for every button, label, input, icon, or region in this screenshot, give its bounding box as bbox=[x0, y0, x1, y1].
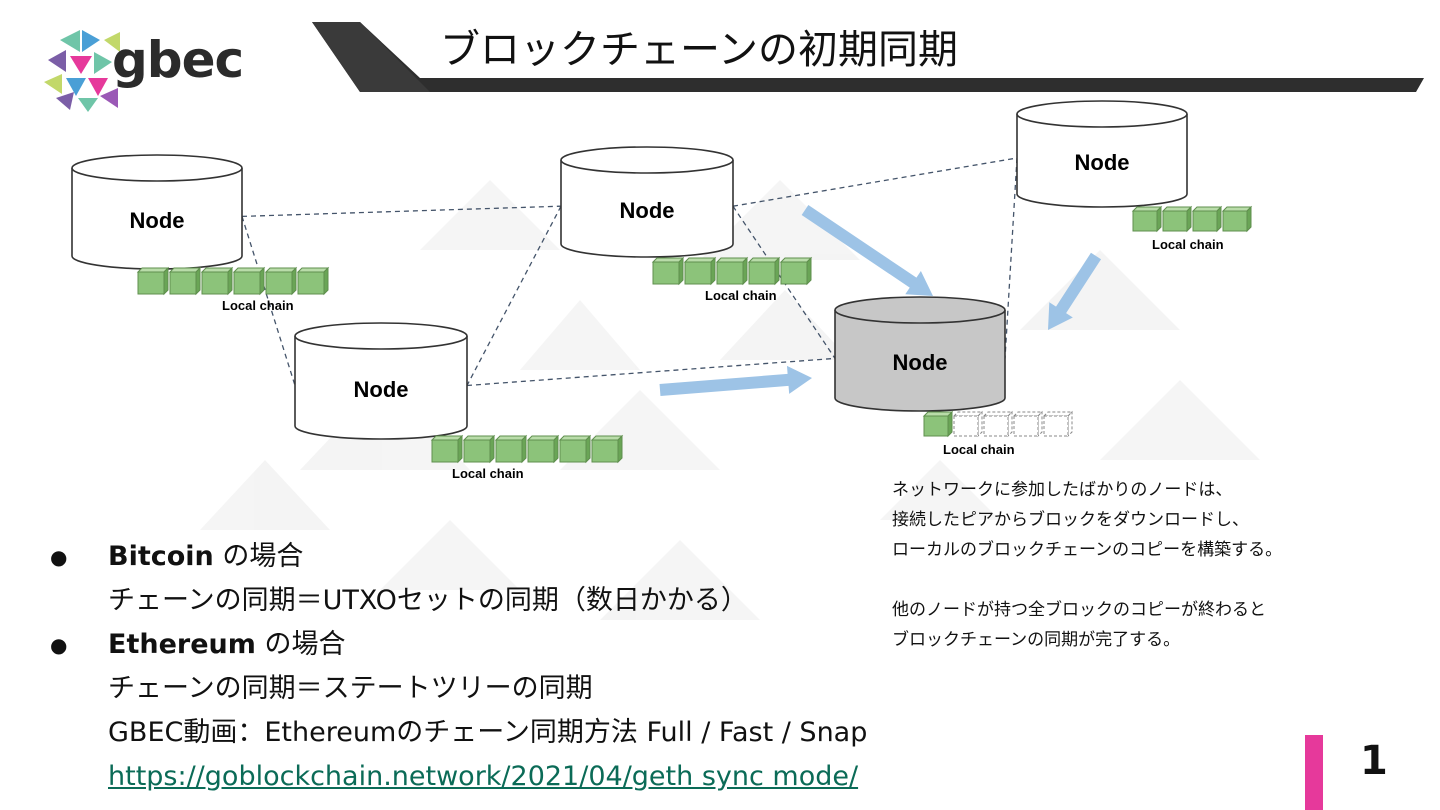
bullet-heading: Ethereum bbox=[108, 629, 256, 660]
chain-block bbox=[715, 256, 749, 286]
chain-block bbox=[1221, 205, 1253, 233]
chain-block bbox=[462, 434, 496, 464]
description-line: ブロックチェーンの同期が完了する。 bbox=[892, 630, 1181, 650]
connection-line bbox=[732, 157, 1018, 207]
chain-block bbox=[651, 256, 685, 286]
node-label: Node bbox=[1075, 150, 1130, 175]
sync-arrows bbox=[659, 205, 1102, 396]
sync-arrow bbox=[659, 365, 812, 396]
chain-block bbox=[494, 434, 528, 464]
node-cylinder bbox=[834, 310, 1006, 412]
chain-label: Local chain bbox=[705, 288, 777, 303]
node-cylinder-top bbox=[560, 146, 734, 174]
description-line: 他のノードが持つ全ブロックのコピーが終わると bbox=[892, 600, 1266, 620]
chain-block bbox=[683, 256, 717, 286]
chain-block bbox=[264, 266, 298, 296]
node-cylinder-top bbox=[294, 322, 468, 350]
chain-label: Local chain bbox=[943, 442, 1015, 457]
node-cylinder-top bbox=[1016, 100, 1188, 128]
chain-block bbox=[296, 266, 330, 296]
chain-block bbox=[558, 434, 592, 464]
chain-label: Local chain bbox=[222, 298, 294, 313]
connection-line bbox=[241, 205, 562, 218]
page-title: ブロックチェーンの初期同期 bbox=[440, 27, 958, 73]
node-label: Node bbox=[354, 377, 409, 402]
bullet-heading: Bitcoin bbox=[108, 541, 214, 572]
sync-arrow bbox=[1048, 252, 1102, 330]
bullet-text: GBEC動画：Ethereumのチェーン同期方法 Full / Fast / S… bbox=[108, 717, 868, 748]
bullet-ethereum: ● Ethereum の場合 bbox=[50, 623, 867, 667]
chain-block bbox=[1191, 205, 1223, 233]
page-accent-bar bbox=[1305, 735, 1323, 810]
description-line: 接続したピアからブロックをダウンロードし、 bbox=[892, 510, 1249, 530]
chain-block bbox=[1161, 205, 1193, 233]
connection-line bbox=[466, 205, 562, 386]
bullet-bitcoin: ● Bitcoin の場合 bbox=[50, 535, 867, 579]
bullet-heading-tail: の場合 bbox=[213, 541, 304, 572]
bullet-text: チェーンの同期＝ステートツリーの同期 bbox=[108, 673, 593, 704]
connection-line bbox=[1004, 157, 1018, 359]
node-cylinder-top bbox=[71, 154, 243, 182]
connection-line bbox=[241, 216, 296, 386]
video-link[interactable]: https://goblockchain.network/2021/04/get… bbox=[108, 761, 859, 792]
gbec-logo-icon bbox=[44, 30, 120, 112]
empty-block bbox=[1012, 410, 1044, 438]
bullet-dot-icon: ● bbox=[50, 545, 68, 569]
empty-block bbox=[952, 410, 984, 438]
chain-block bbox=[136, 266, 170, 296]
chain-block bbox=[1131, 205, 1163, 233]
chain-block bbox=[526, 434, 560, 464]
node-cylinder-top bbox=[834, 296, 1006, 324]
chain-block bbox=[590, 434, 624, 464]
bullet-heading-tail: の場合 bbox=[255, 629, 346, 660]
chain-block bbox=[232, 266, 266, 296]
connection-line bbox=[466, 357, 836, 387]
empty-block bbox=[1042, 410, 1074, 438]
header-bar bbox=[312, 22, 1424, 92]
chain-block bbox=[430, 434, 464, 464]
page-number: 1 bbox=[1360, 738, 1388, 784]
chain-block bbox=[747, 256, 781, 286]
node-cylinder bbox=[294, 336, 468, 440]
chain-label: Local chain bbox=[452, 466, 524, 481]
sync-arrow bbox=[801, 205, 933, 296]
bullet-dot-icon: ● bbox=[50, 633, 68, 657]
description-line: ローカルのブロックチェーンのコピーを構築する。 bbox=[892, 540, 1283, 560]
node-label: Node bbox=[620, 198, 675, 223]
empty-block bbox=[982, 410, 1014, 438]
node-cylinder bbox=[560, 160, 734, 258]
node-label: Node bbox=[130, 208, 185, 233]
node-cylinder bbox=[1016, 114, 1188, 208]
node-label: Node bbox=[893, 350, 948, 375]
description: ネットワークに参加したばかりのノードは、 接続したピアからブロックをダウンロード… bbox=[892, 475, 1282, 655]
chain-block bbox=[200, 266, 234, 296]
bullet-text: チェーンの同期＝UTXOセットの同期（数日かかる） bbox=[108, 585, 748, 616]
description-line: ネットワークに参加したばかりのノードは、 bbox=[892, 480, 1233, 500]
chain-block bbox=[922, 410, 954, 438]
bullet-list: ● Bitcoin の場合 チェーンの同期＝UTXOセットの同期（数日かかる） … bbox=[50, 535, 867, 799]
chain-block bbox=[168, 266, 202, 296]
brand-name: gbec bbox=[112, 31, 244, 89]
chain-block bbox=[779, 256, 813, 286]
chain-label: Local chain bbox=[1152, 237, 1224, 252]
